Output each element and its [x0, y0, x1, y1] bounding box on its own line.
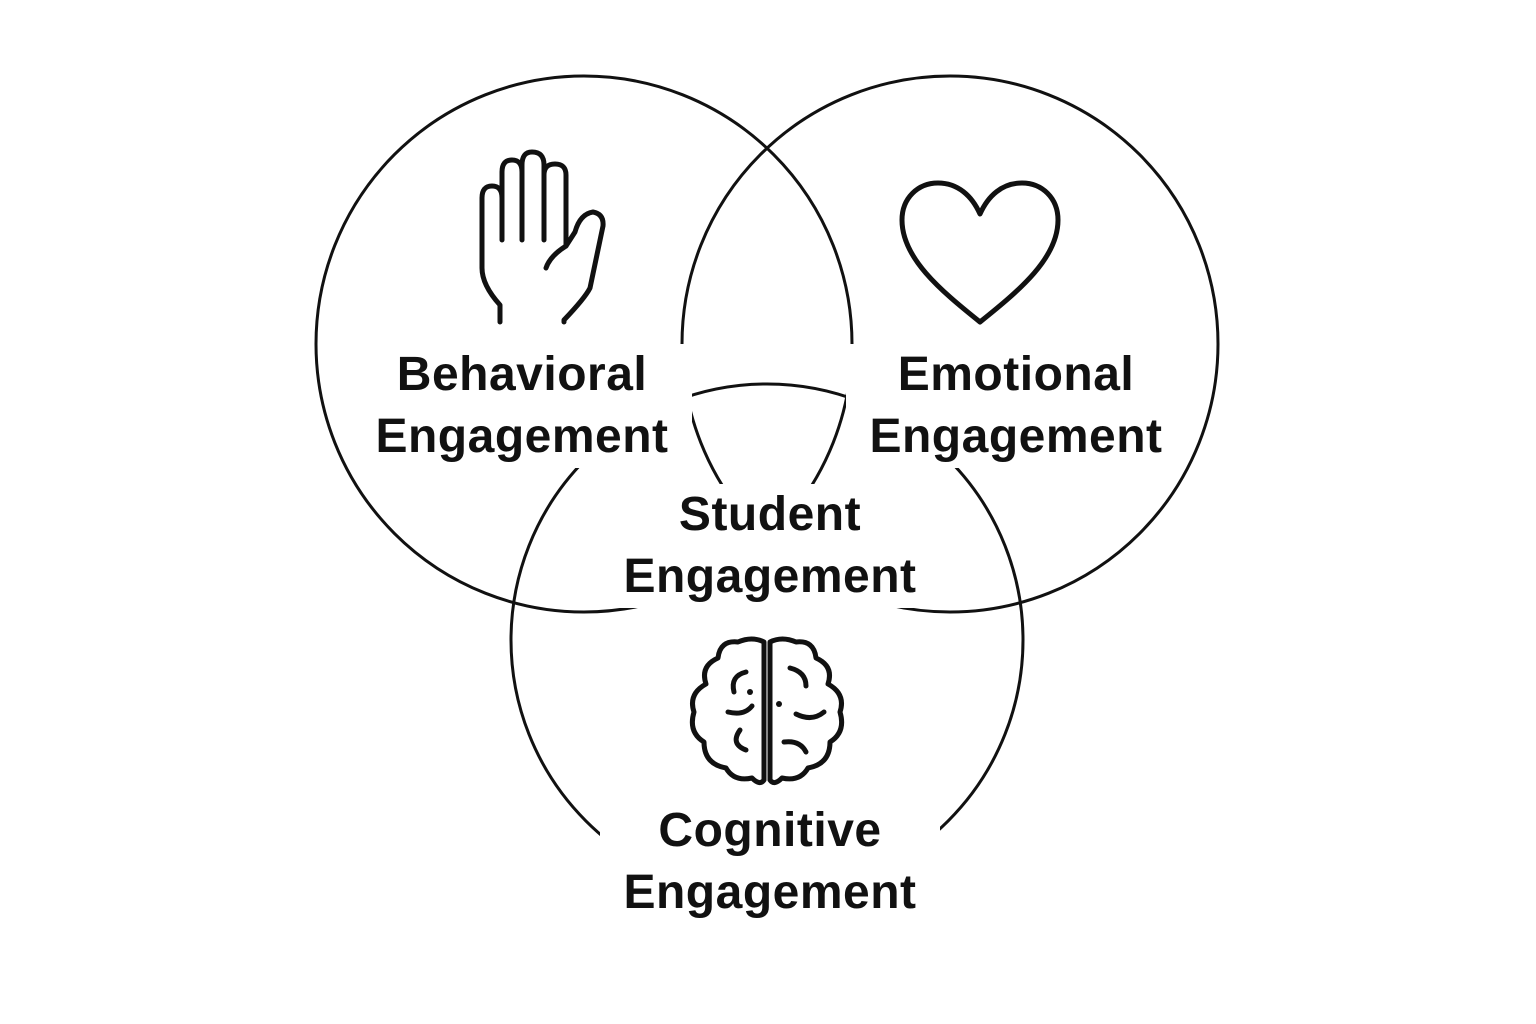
emotional-line1: Emotional [897, 348, 1135, 401]
cognitive-line2: Engagement [623, 866, 917, 919]
behavioral-line2: Engagement [375, 410, 669, 463]
behavioral-line1: Behavioral [396, 348, 648, 401]
behavioral-label: Behavioral Engagement [352, 344, 692, 468]
center-label: Student Engagement [600, 484, 940, 608]
raised-hand-icon [479, 149, 606, 325]
cognitive-label: Cognitive Engagement [600, 800, 940, 924]
cognitive-line1: Cognitive [658, 804, 882, 857]
center-line1: Student [678, 488, 862, 541]
emotional-label: Emotional Engagement [846, 344, 1186, 468]
brain-dot-right [776, 701, 782, 707]
center-line2: Engagement [623, 550, 917, 603]
brain-icon [689, 636, 845, 786]
brain-dot-left [747, 689, 753, 695]
emotional-line2: Engagement [869, 410, 1163, 463]
heart-icon [899, 180, 1061, 325]
